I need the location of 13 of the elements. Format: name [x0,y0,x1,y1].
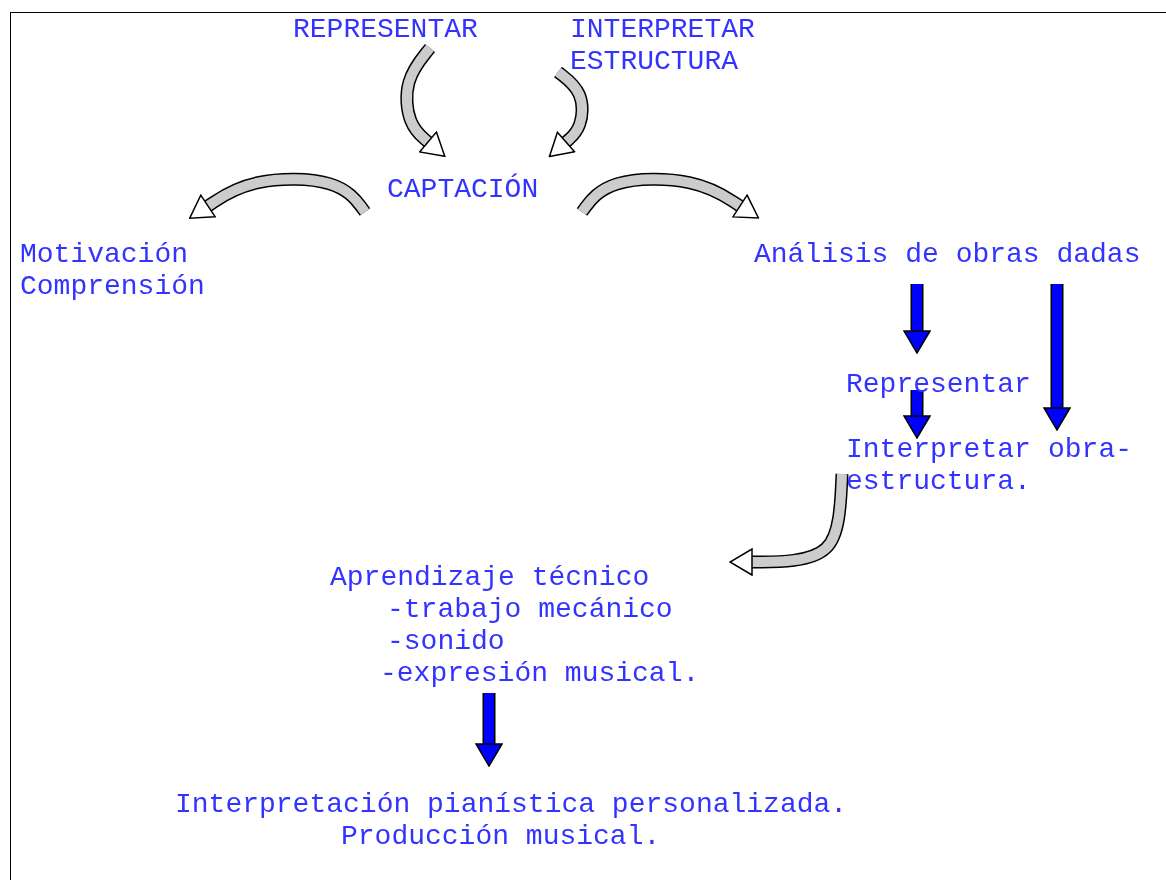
diagram-label: Análisis de obras dadas [754,239,1141,271]
diagram-label: CAPTACIÓN [387,174,539,206]
diagram-label: REPRESENTAR [293,14,478,46]
diagram-label: -sonido [387,626,505,658]
diagram-label: Interpretar obra- estructura. [846,434,1132,498]
diagram-label: Producción musical. [341,821,661,853]
diagram-label: INTERPRETAR ESTRUCTURA [570,14,756,78]
diagram-label: Aprendizaje técnico [330,562,650,594]
diagram-label: Interpretación pianística personalizada. [175,789,848,821]
diagram-label: -expresión musical. [380,658,700,690]
diagram-label: -trabajo mecánico [387,594,673,626]
diagram-label: Representar [846,369,1031,401]
diagram-label: Motivación Comprensión [20,239,206,303]
